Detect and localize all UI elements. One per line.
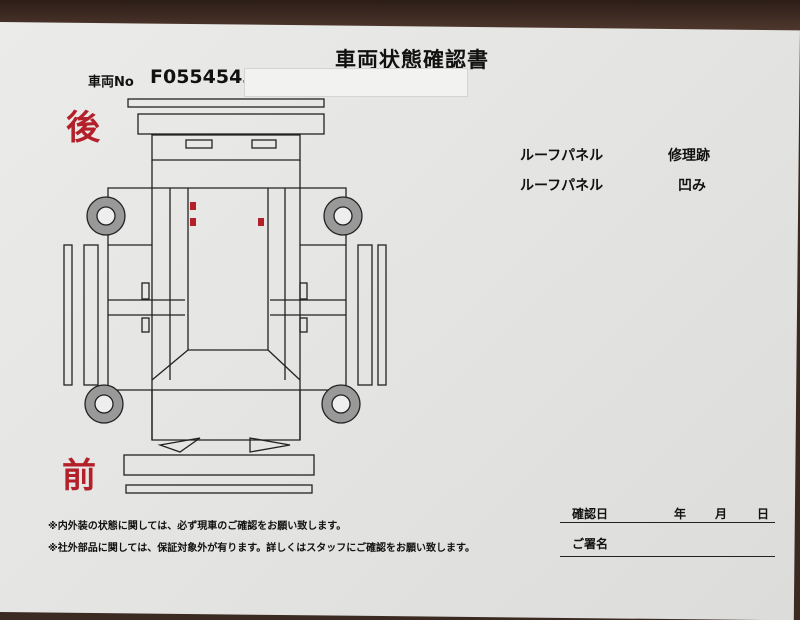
year-label: 年: [674, 507, 687, 521]
redacted-label: [244, 68, 468, 97]
damage-marker: [190, 202, 264, 226]
vehicle-no-value: F0554543: [150, 66, 256, 88]
wheel-icon: [84, 196, 363, 424]
date-underline: [560, 522, 775, 523]
signature-underline: [560, 556, 775, 557]
confirm-date-label: 確認日: [572, 507, 609, 521]
damage-part-2: ルーフパネル: [520, 178, 604, 194]
day-label: 日: [757, 507, 770, 521]
rear-label: 後: [66, 108, 100, 148]
month-label: 月: [715, 507, 728, 521]
footnote-1: ※内外装の状態に関しては、必ず現車のご確認をお願い致します。: [48, 521, 347, 532]
damage-part-1: ルーフパネル: [520, 148, 604, 164]
signature-label: ご署名: [572, 537, 609, 551]
damage-status-1: 修理跡: [668, 148, 710, 164]
footnote-2: ※社外部品に関しては、保証対象外が有ります。詳しくはスタッフにご確認をお願い致し…: [48, 543, 476, 554]
vehicle-no-label: 車両No: [88, 75, 134, 90]
damage-status-2: 凹み: [678, 178, 706, 194]
car-diagram: [63, 98, 387, 494]
front-label: 前: [62, 456, 96, 496]
